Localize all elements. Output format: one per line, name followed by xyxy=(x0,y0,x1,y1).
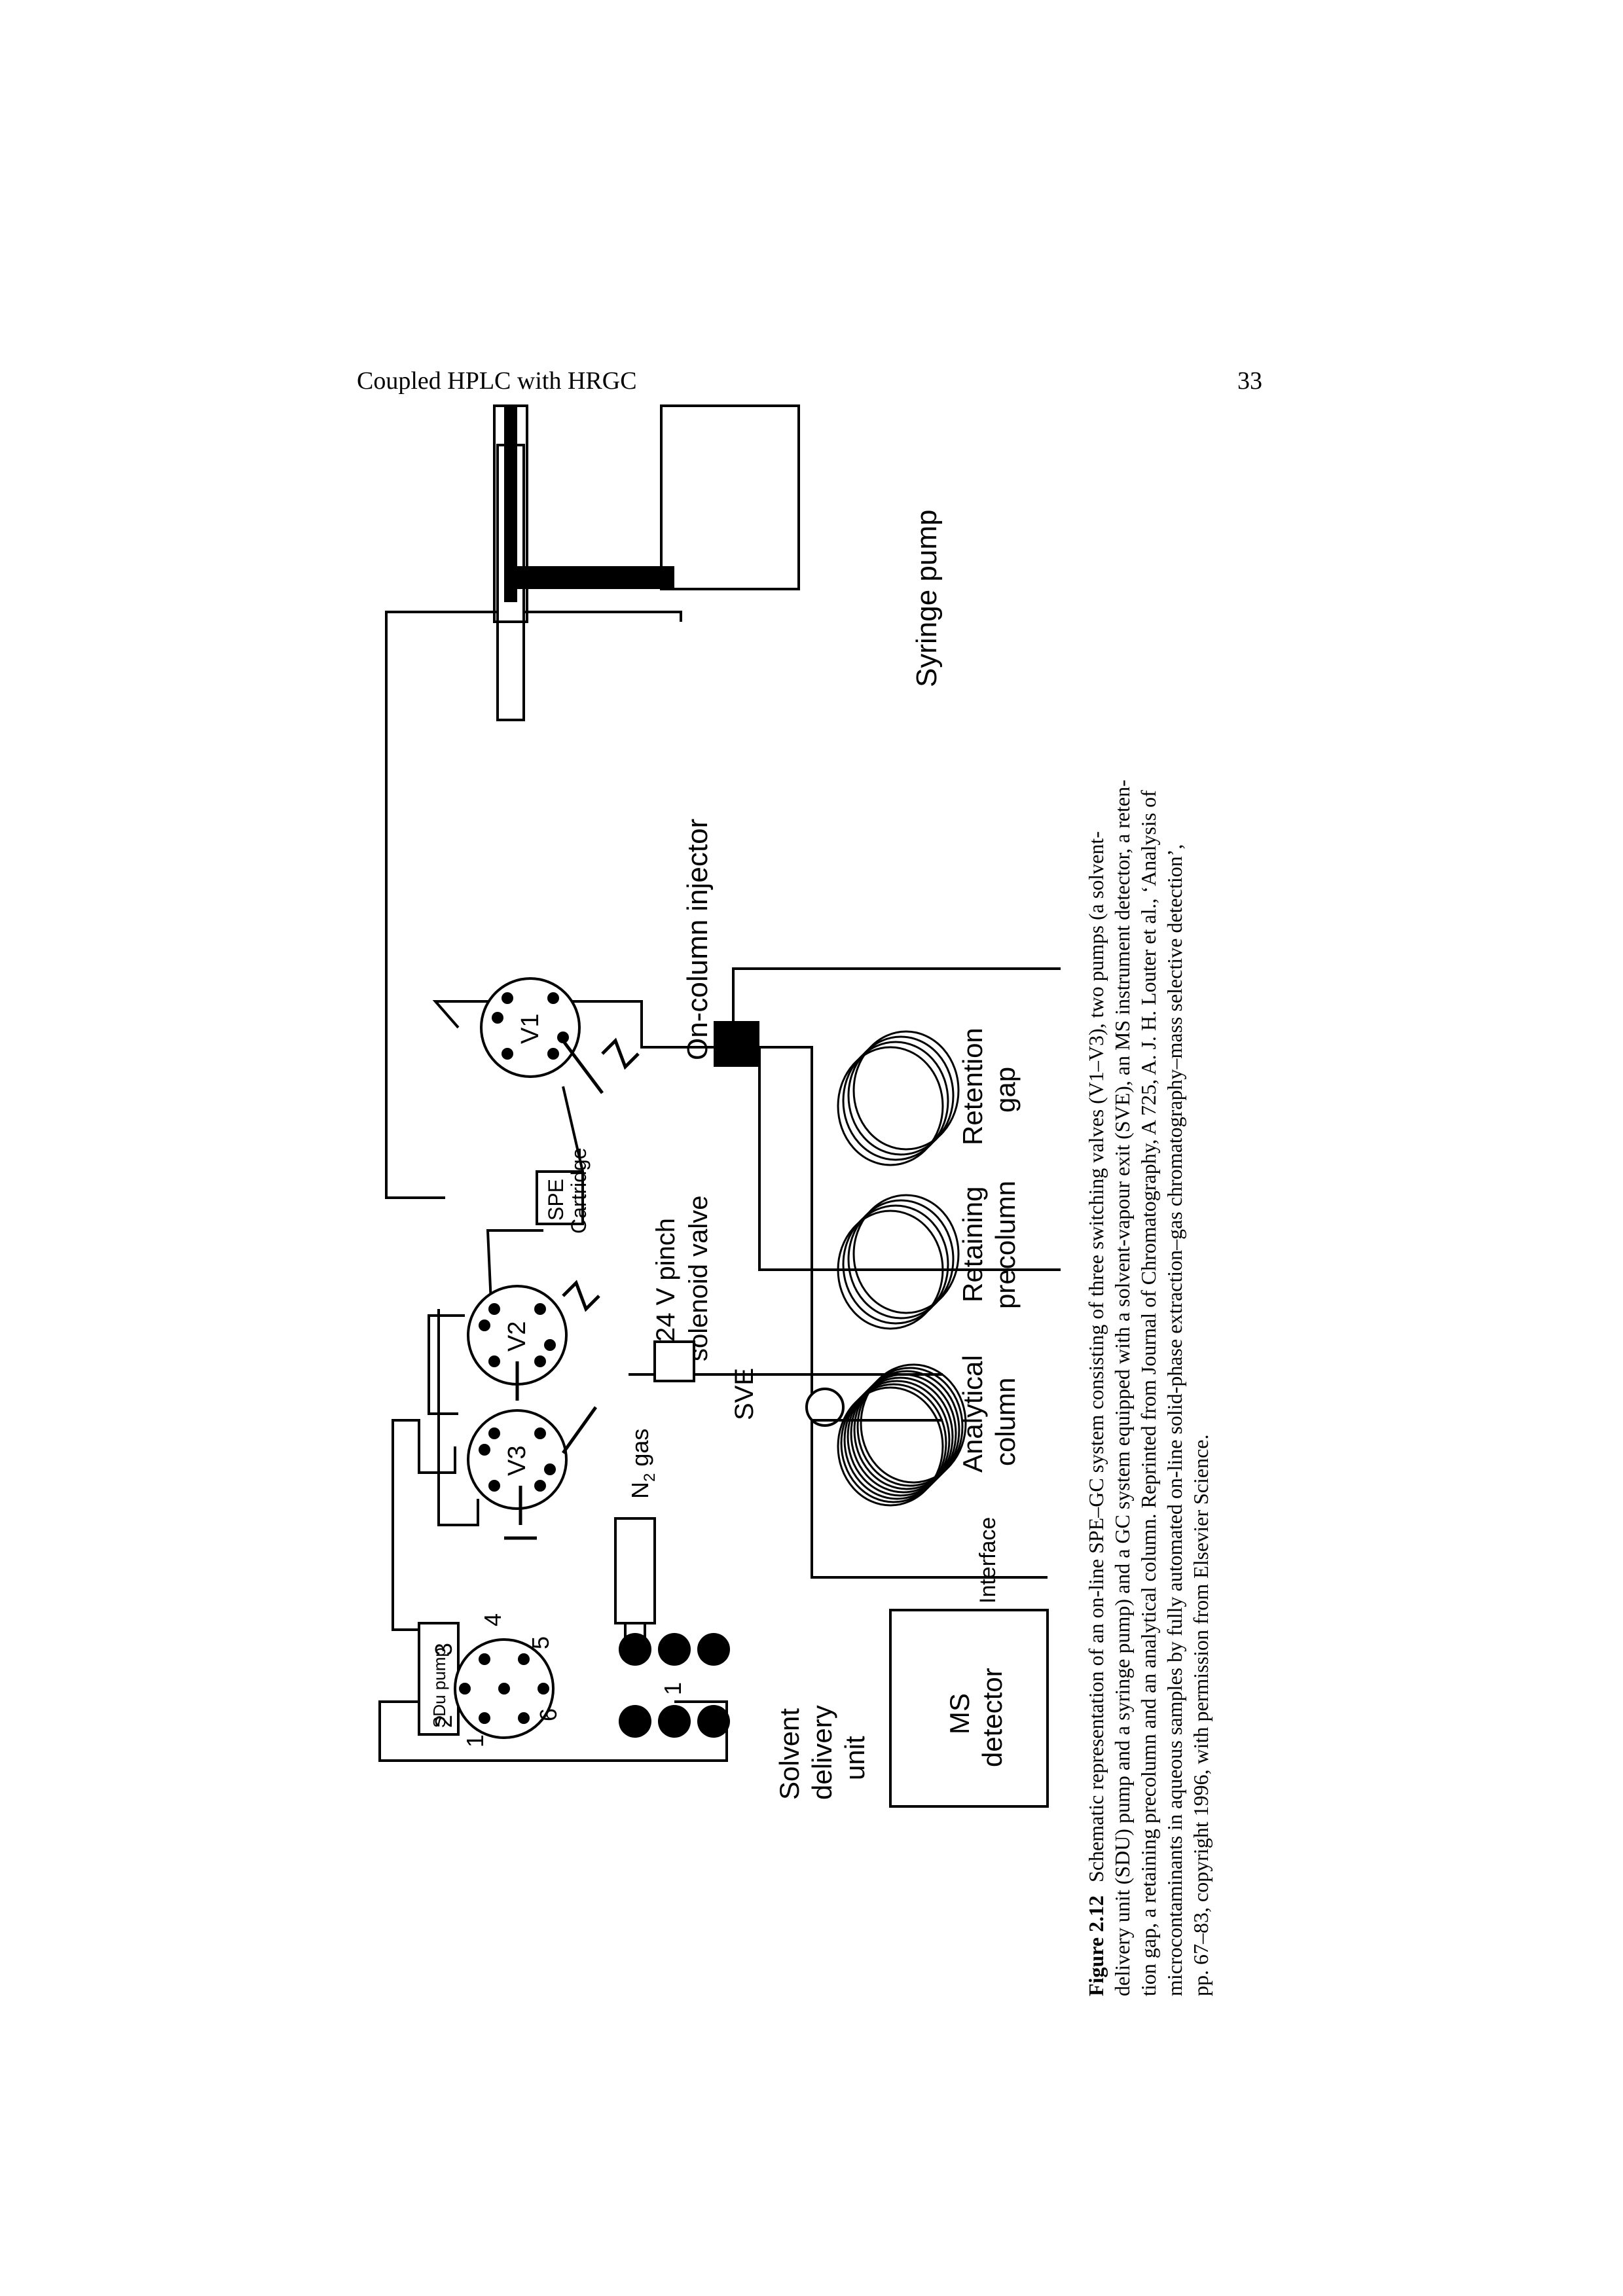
retention-gap xyxy=(837,1030,960,1166)
sdu-outer-loop xyxy=(378,1700,728,1762)
ms-label-1: MS xyxy=(944,1693,975,1734)
caption-line-4: microcontaminants in aqueous samples by … xyxy=(1163,844,1186,1996)
syringe-pump-label: Syringe pump xyxy=(911,510,943,687)
injector-line xyxy=(732,967,1061,1047)
ms-label-2: detector xyxy=(977,1668,1008,1767)
port-2: 2 xyxy=(430,1715,457,1728)
solvent-reservoirs: 1 Solvent delivery unit xyxy=(619,1633,870,1800)
v3-line-b xyxy=(437,1309,479,1526)
v3-sdu-line xyxy=(392,1419,456,1631)
n2-gas-label: N2 gas xyxy=(627,1429,659,1499)
retaining-label-1: Retaining xyxy=(957,1187,988,1302)
tubing xyxy=(378,611,1061,1762)
v3-arrow xyxy=(561,1406,598,1454)
caption-line-3: tion gap, a retaining precolumn and an a… xyxy=(1137,790,1160,1996)
syringe-line xyxy=(385,611,682,1199)
caption-line-1: Figure 2.12Schematic representation of a… xyxy=(1084,831,1108,1996)
analytical-label-1: Analytical xyxy=(957,1355,988,1473)
valve-v3-label: V3 xyxy=(503,1446,531,1476)
solvent-label-3: unit xyxy=(839,1736,870,1780)
sdu-pump: SDu pump xyxy=(418,1622,460,1736)
spe-label-1: SPE xyxy=(544,1179,568,1221)
solenoid-label-2: solenoid valve xyxy=(684,1196,713,1362)
retaining-label-2: precolumn xyxy=(990,1181,1021,1309)
n2-cylinder-body xyxy=(614,1517,656,1624)
v1-vent-icon xyxy=(601,1037,640,1070)
spe-label-2: Cartridge xyxy=(567,1147,591,1234)
syringe-pump: Syringe pump xyxy=(493,404,943,721)
page-number: 33 xyxy=(1237,367,1262,395)
syringe-plunger xyxy=(504,406,517,602)
sdu-pump-label: SDu pump xyxy=(429,1647,449,1728)
port-3: 3 xyxy=(430,1643,457,1656)
v2-v3-line xyxy=(428,1314,465,1415)
v1-line xyxy=(432,1000,707,1049)
valve-v2: V2 xyxy=(467,1280,600,1401)
spe-v2-line xyxy=(486,1229,543,1303)
pinch-solenoid-valve: 24 V pinch solenoid valve xyxy=(651,1196,713,1382)
solvent-delivery-valve: 1 2 3 4 5 6 xyxy=(430,1613,562,1748)
valve-v2-label: V2 xyxy=(503,1321,531,1352)
rotated-diagram: Syringe pump On-column injector V1 V2 xyxy=(378,404,1213,1996)
analytical-column xyxy=(837,1363,967,1507)
port-5: 5 xyxy=(527,1636,554,1649)
interface-label: Interface xyxy=(976,1517,1000,1604)
spe-cartridge-box xyxy=(536,1170,584,1225)
reservoir-label: 1 xyxy=(659,1682,686,1695)
solvent-vapour-exit: SVE xyxy=(730,1368,943,1427)
syringe-rod xyxy=(504,566,674,589)
solvent-label-1: Solvent xyxy=(774,1708,805,1800)
syringe-pump-box xyxy=(660,404,800,590)
solvent-label-2: delivery xyxy=(807,1705,837,1800)
valve-v1-label: V1 xyxy=(517,1014,544,1044)
columns xyxy=(837,1030,967,1507)
retention-label-1: Retention xyxy=(957,1028,988,1145)
ms-detector: MS detector Interface xyxy=(889,1517,1049,1808)
gc-line xyxy=(758,1047,1061,1271)
spe-cartridge: SPE Cartridge xyxy=(536,1147,591,1234)
port-4: 4 xyxy=(479,1613,506,1626)
caption-line-5: pp. 67–83, copyright 1996, with permissi… xyxy=(1189,1434,1213,1996)
retention-label-2: gap xyxy=(990,1067,1021,1113)
retaining-precolumn xyxy=(837,1194,960,1330)
column-line xyxy=(707,1046,956,1579)
running-title: Coupled HPLC with HRGC xyxy=(357,367,637,395)
sve-restrictor xyxy=(805,1388,845,1427)
page-header: Coupled HPLC with HRGC 33 xyxy=(0,367,1623,406)
caption-line-2: delivery unit (SDU) pump and a syringe p… xyxy=(1110,780,1134,1996)
port-1: 1 xyxy=(462,1734,488,1748)
v1-arrow xyxy=(562,1039,604,1094)
n2-gas-cylinder: N2 gas xyxy=(614,1429,659,1644)
on-column-injector: On-column injector xyxy=(682,819,759,1067)
valve-v1: V1 xyxy=(480,977,640,1094)
valve-v3: V3 xyxy=(467,1406,598,1540)
v2-vent-icon xyxy=(562,1280,600,1312)
injector-block xyxy=(714,1021,759,1067)
solenoid-box xyxy=(653,1340,695,1382)
analytical-label-2: column xyxy=(990,1378,1021,1466)
port-6: 6 xyxy=(535,1708,562,1721)
column-labels: Analytical column Retaining precolumn Re… xyxy=(957,1028,1021,1473)
figure-caption: Figure 2.12Schematic representation of a… xyxy=(1084,780,1213,1996)
sve-label: SVE xyxy=(730,1368,759,1420)
injector-label: On-column injector xyxy=(682,819,714,1060)
solenoid-label-1: 24 V pinch xyxy=(651,1218,680,1342)
ms-detector-box xyxy=(889,1609,1049,1808)
